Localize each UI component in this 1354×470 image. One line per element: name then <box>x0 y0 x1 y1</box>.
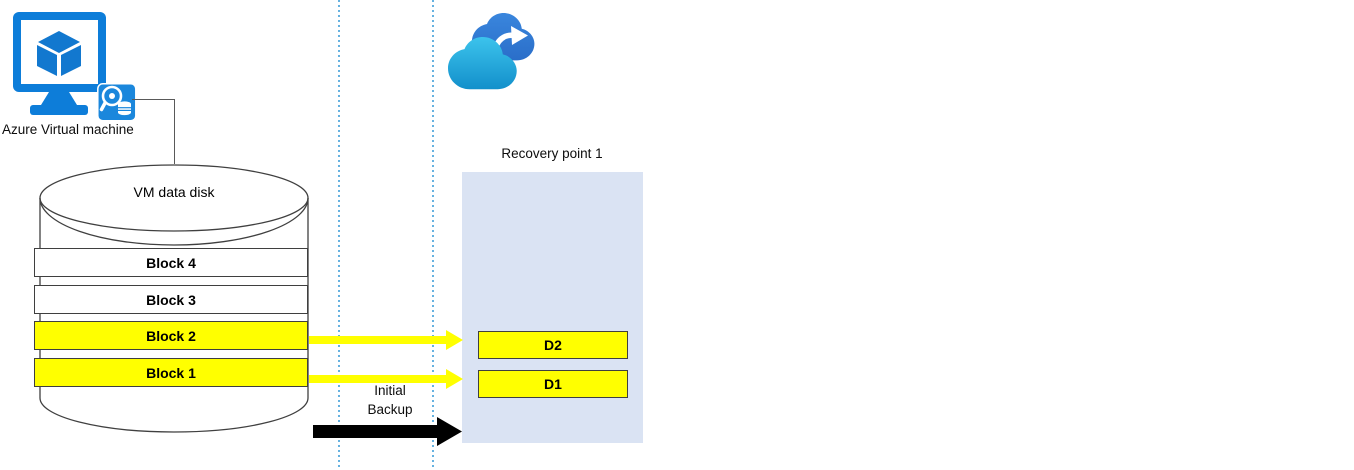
azure-vm-icon <box>13 12 137 122</box>
front-cloud <box>448 37 517 90</box>
cube-icon <box>37 31 81 76</box>
recovery-block-d1: D1 <box>478 370 628 398</box>
dashed-guide-line-right <box>432 0 434 470</box>
disk-block-4: Block 4 <box>34 248 308 277</box>
disk-block-3: Block 3 <box>34 285 308 314</box>
recovery-block-d2: D2 <box>478 331 628 359</box>
disk-title: VM data disk <box>133 184 215 200</box>
dashed-guide-line-left <box>338 0 340 470</box>
azure-backup-cloud-icon <box>448 13 535 90</box>
arrow-initial-backup <box>313 417 462 446</box>
arrow-block2-to-d2 <box>309 330 463 350</box>
disk-block-2: Block 2 <box>34 321 308 350</box>
arrow-block1-to-d1 <box>309 369 463 389</box>
disk-block-1: Block 1 <box>34 358 308 387</box>
transfer-label-line2: Backup <box>367 402 413 417</box>
recovery-point-title: Recovery point 1 <box>501 146 603 161</box>
connector-line-horizontal <box>132 99 175 100</box>
vm-label: Azure Virtual machine <box>2 122 134 137</box>
transfer-label: Initial Backup <box>348 381 432 419</box>
connector-line-vertical <box>174 99 175 164</box>
transfer-label-line1: Initial <box>374 383 406 398</box>
vm-disk-badge-icon <box>97 83 137 122</box>
